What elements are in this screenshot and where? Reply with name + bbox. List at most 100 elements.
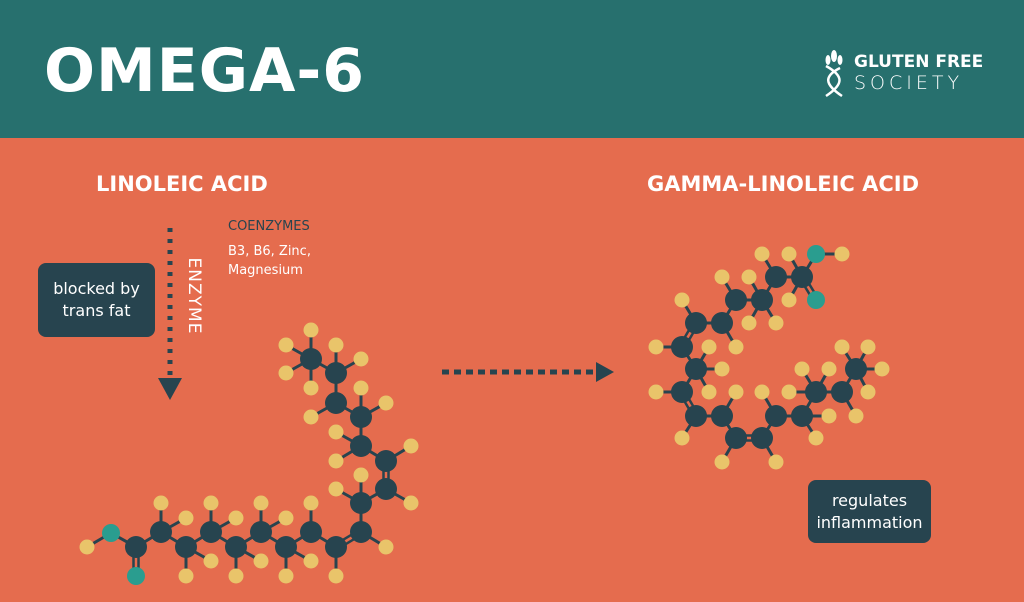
page-title: OMEGA-6 — [44, 36, 366, 106]
carbon-atom — [350, 406, 372, 428]
hydrogen-atom — [303, 553, 319, 569]
hydrogen-atom — [228, 568, 244, 584]
hydrogen-atom — [728, 339, 744, 355]
coenzymes-title: COENZYMES — [228, 219, 310, 234]
carbon-atom — [671, 381, 693, 403]
hydrogen-atom — [768, 454, 784, 470]
carbon-atom — [125, 536, 147, 558]
hydrogen-atom — [860, 384, 876, 400]
hydrogen-atom — [153, 495, 169, 511]
hydrogen-atom — [728, 384, 744, 400]
hydrogen-atom — [781, 292, 797, 308]
carbon-atom — [275, 536, 297, 558]
hydrogen-atom — [754, 384, 770, 400]
carbon-atom — [711, 405, 733, 427]
carbon-atom — [831, 381, 853, 403]
hydrogen-atom — [754, 246, 770, 262]
hydrogen-atom — [303, 495, 319, 511]
logo-text-line1: GLUTEN FREE — [854, 52, 984, 72]
hydrogen-atom — [278, 510, 294, 526]
carbon-atom — [150, 521, 172, 543]
hydrogen-atom — [253, 553, 269, 569]
hydrogen-atom — [303, 322, 319, 338]
carbon-atom — [711, 312, 733, 334]
hydrogen-atom — [834, 246, 850, 262]
hydrogen-atom — [781, 246, 797, 262]
carbon-atom — [685, 312, 707, 334]
wheat-dna-icon — [825, 50, 843, 98]
hydrogen-atom — [303, 409, 319, 425]
hydrogen-atom — [768, 315, 784, 331]
hydrogen-atom — [253, 495, 269, 511]
hydrogen-atom — [328, 453, 344, 469]
oxygen-atom — [102, 524, 120, 542]
hydrogen-atom — [278, 568, 294, 584]
hydrogen-atom — [228, 510, 244, 526]
hydrogen-atom — [714, 361, 730, 377]
hydrogen-atom — [79, 539, 95, 555]
hydrogen-atom — [714, 454, 730, 470]
hydrogen-atom — [674, 292, 690, 308]
carbon-atom — [375, 478, 397, 500]
carbon-atom — [225, 536, 247, 558]
hydrogen-atom — [403, 495, 419, 511]
hydrogen-atom — [278, 365, 294, 381]
horizontal-dotted-arrow — [442, 362, 614, 382]
carbon-atom — [250, 521, 272, 543]
gamma-linoleic-acid-title: GAMMA-LINOLEIC ACID — [647, 172, 920, 196]
carbon-atom — [671, 336, 693, 358]
hydrogen-atom — [353, 380, 369, 396]
carbon-atom — [175, 536, 197, 558]
oxygen-atom — [127, 567, 145, 585]
hydrogen-atom — [178, 510, 194, 526]
oxygen-atom — [807, 245, 825, 263]
hydrogen-atom — [648, 339, 664, 355]
carbon-atom — [791, 405, 813, 427]
carbon-atom — [200, 521, 222, 543]
carbon-atom — [765, 405, 787, 427]
hydrogen-atom — [328, 481, 344, 497]
carbon-atom — [350, 435, 372, 457]
hydrogen-atom — [278, 337, 294, 353]
carbon-atom — [725, 289, 747, 311]
hydrogen-atom — [674, 430, 690, 446]
linoleic-acid-molecule — [79, 322, 419, 585]
hydrogen-atom — [403, 438, 419, 454]
hydrogen-atom — [821, 361, 837, 377]
hydrogen-atom — [781, 384, 797, 400]
carbon-atom — [751, 289, 773, 311]
header-band: OMEGA-6 GLUTEN FREE SOCIETY — [0, 0, 1024, 138]
carbon-atom — [300, 348, 322, 370]
oxygen-atom — [807, 291, 825, 309]
carbon-atom — [325, 362, 347, 384]
carbon-atom — [685, 405, 707, 427]
hydrogen-atom — [328, 337, 344, 353]
arrow-down-head — [158, 378, 182, 400]
hydrogen-atom — [378, 539, 394, 555]
carbon-atom — [791, 266, 813, 288]
hydrogen-atom — [794, 361, 810, 377]
carbon-atom — [725, 427, 747, 449]
carbon-atom — [805, 381, 827, 403]
arrow-right-head — [596, 362, 614, 382]
logo-text-line2: SOCIETY — [854, 72, 964, 94]
hydrogen-atom — [178, 568, 194, 584]
carbon-atom — [350, 521, 372, 543]
hydrogen-atom — [741, 315, 757, 331]
hydrogen-atom — [648, 384, 664, 400]
hydrogen-atom — [353, 351, 369, 367]
hydrogen-atom — [701, 339, 717, 355]
hydrogen-atom — [741, 269, 757, 285]
linoleic-acid-title: LINOLEIC ACID — [96, 172, 268, 196]
carbon-atom — [325, 536, 347, 558]
gamma-linoleic-acid-molecule — [648, 245, 890, 470]
logo: GLUTEN FREE SOCIETY — [818, 48, 988, 98]
hydrogen-atom — [714, 269, 730, 285]
carbon-atom — [845, 358, 867, 380]
hydrogen-atom — [378, 395, 394, 411]
hydrogen-atom — [874, 361, 890, 377]
hydrogen-atom — [328, 568, 344, 584]
carbon-atom — [685, 358, 707, 380]
vertical-dotted-arrow — [158, 228, 182, 400]
